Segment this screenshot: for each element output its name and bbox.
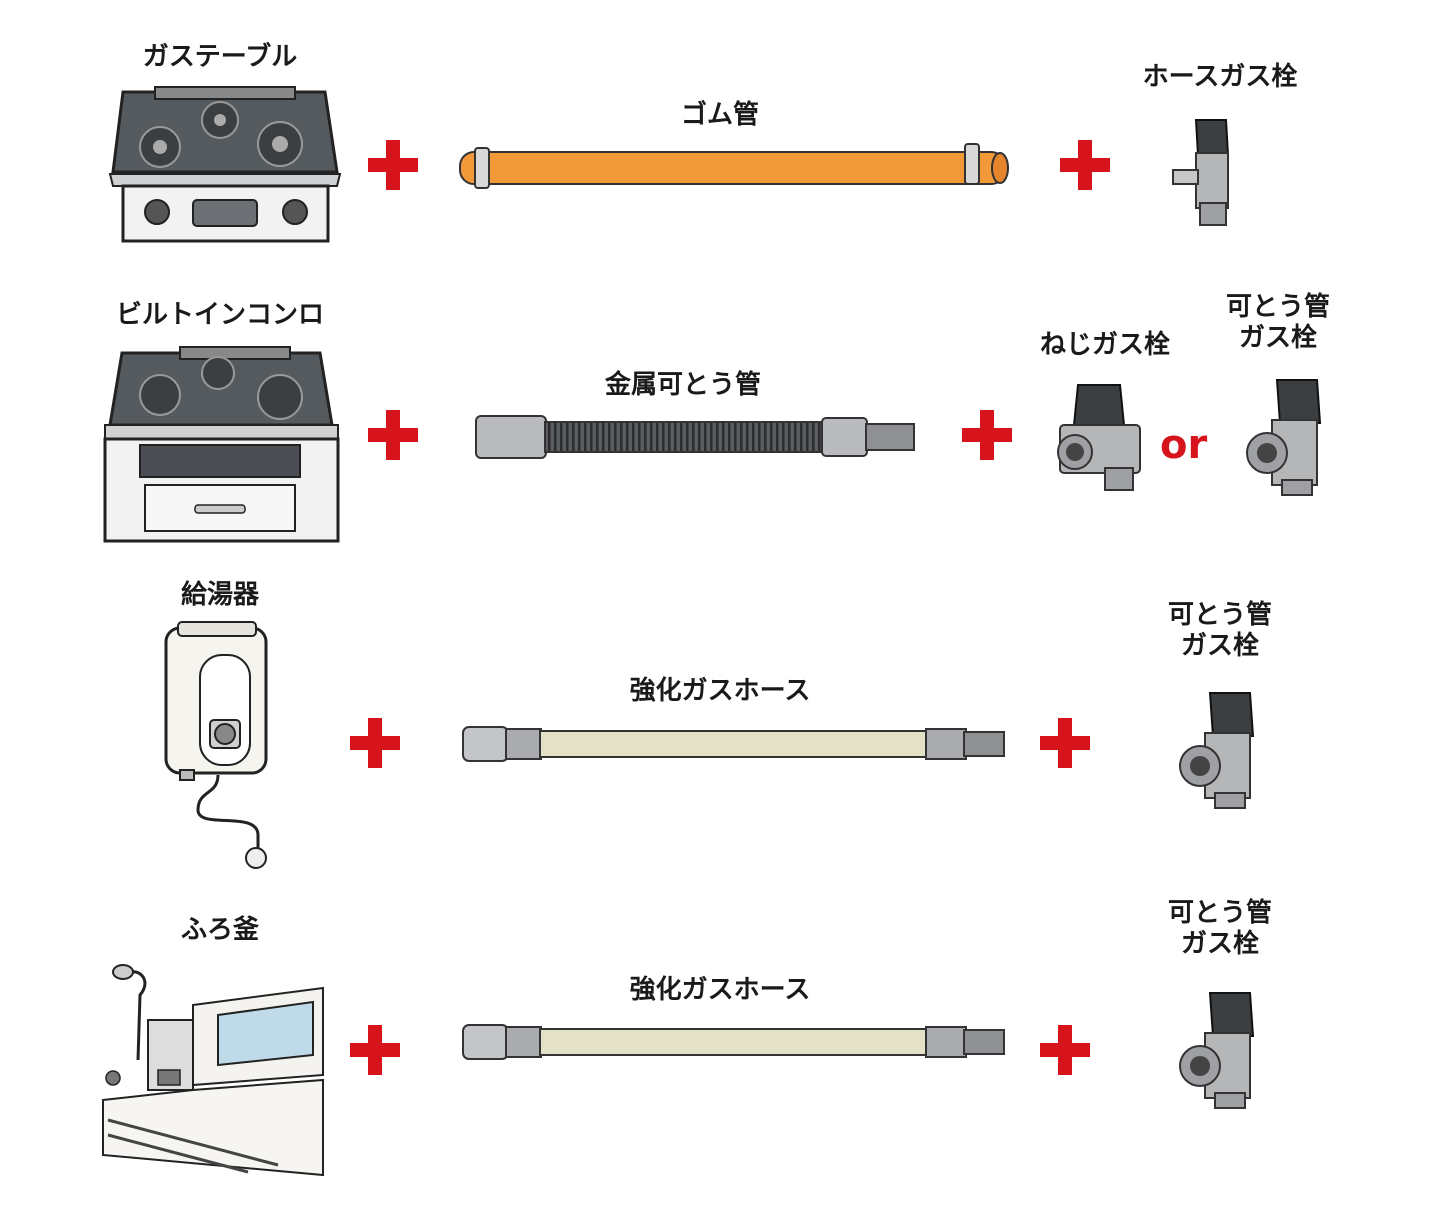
appliance-label-bath-boiler: ふろ釜 [180,915,260,945]
valve-label-hose-valve: ホースガス栓 [1142,62,1298,92]
valve-label-flex-valve: 可とう管 ガス栓 [1167,600,1273,662]
plus-icon [350,718,400,768]
appliance-label-water-heater: 給湯器 [180,580,260,610]
bath-boiler-image [102,964,324,1177]
appliance-label-gas-table: ガステーブル [142,42,298,72]
valve-label-flex-valve: 可とう管 ガス栓 [1225,292,1331,354]
valve-label-screw-valve: ねじガス栓 [1039,330,1171,360]
plus-icon [962,410,1012,460]
or-connector: or [1160,422,1208,468]
reinforced-hose-image [462,726,1005,762]
flex-valve-image [1246,379,1322,496]
reinforced-hose-image [462,1024,1005,1060]
valve-label-flex-valve: 可とう管 ガス栓 [1167,898,1273,960]
flex-valve-image [1179,992,1255,1109]
plus-icon [1060,140,1110,190]
appliance-label-builtin-stove: ビルトインコンロ [115,300,325,330]
plus-icon [368,410,418,460]
builtin-stove-image [103,346,340,543]
water-heater-image [164,621,268,869]
flex-valve-image [1179,692,1255,809]
plus-icon [368,140,418,190]
plus-icon [1040,718,1090,768]
plus-icon [350,1025,400,1075]
metal-flexible-pipe-image [475,415,915,459]
hose-label-reinforced: 強化ガスホース [629,676,811,706]
hose-valve-image [1172,119,1230,226]
hose-label-rubber: ゴム管 [680,100,760,130]
gas-table-image [108,86,342,243]
plus-icon [1040,1025,1090,1075]
screw-valve-image [1057,384,1141,491]
hose-label-reinforced: 強化ガスホース [629,975,811,1005]
rubber-hose-image [459,143,1009,189]
hose-label-metal-flexible: 金属可とう管 [604,370,762,400]
